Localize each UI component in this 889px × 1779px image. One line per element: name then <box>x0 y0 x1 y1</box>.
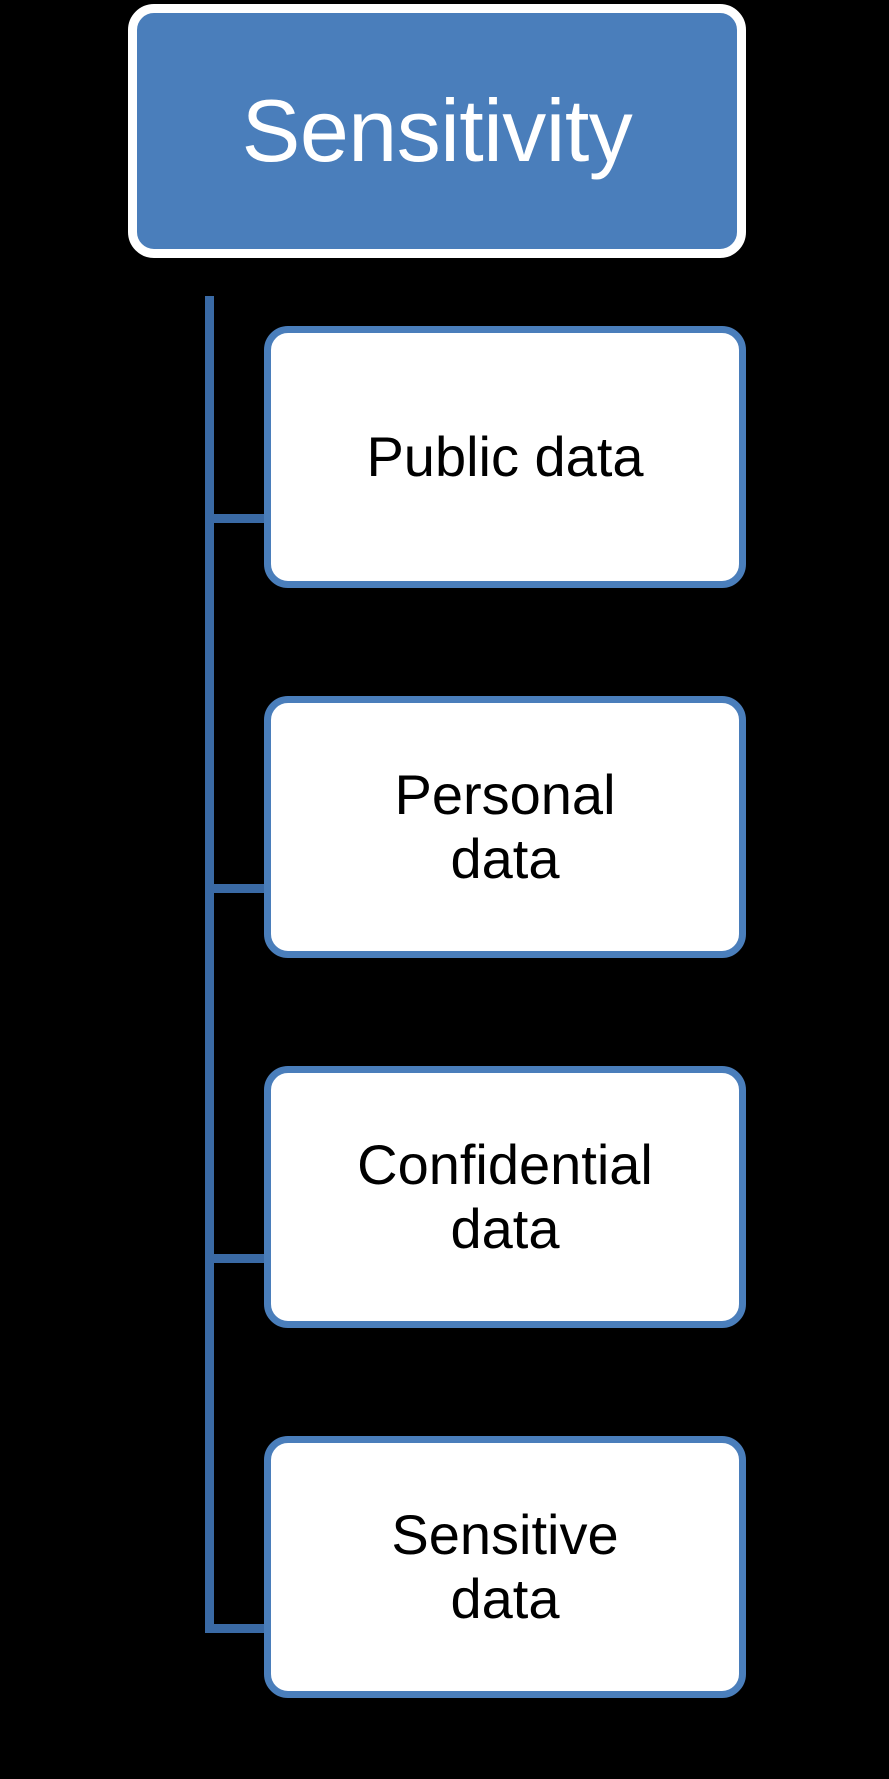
root-node-sensitivity[interactable]: Sensitivity <box>128 4 746 258</box>
child-node-sensitive-data[interactable]: Sensitive data <box>264 1436 746 1698</box>
child-node-label-public-data: Public data <box>366 425 644 489</box>
connector-branch-sensitive-data <box>205 1624 270 1633</box>
child-node-label-confidential-data: Confidential data <box>357 1133 653 1260</box>
connector-spine-vertical <box>205 296 214 1633</box>
root-node-label: Sensitivity <box>241 80 633 180</box>
child-node-personal-data[interactable]: Personal data <box>264 696 746 958</box>
child-node-confidential-data[interactable]: Confidential data <box>264 1066 746 1328</box>
child-node-label-personal-data: Personal data <box>394 763 616 890</box>
connector-branch-confidential-data <box>205 1254 270 1263</box>
connector-branch-public-data <box>205 514 270 523</box>
connector-branch-personal-data <box>205 884 270 893</box>
child-node-label-sensitive-data: Sensitive data <box>391 1503 619 1630</box>
child-node-public-data[interactable]: Public data <box>264 326 746 588</box>
